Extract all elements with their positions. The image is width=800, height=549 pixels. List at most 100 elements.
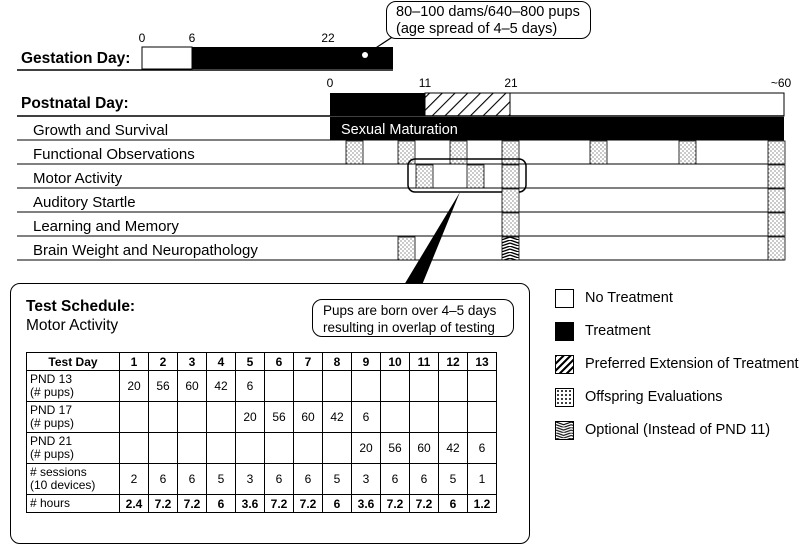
legend-label: No Treatment [585, 290, 673, 306]
table-cell [380, 370, 410, 402]
header-cell: 2 [148, 352, 178, 371]
table-cell: 3.6 [235, 494, 265, 513]
gestation-label: Gestation Day: [21, 50, 130, 67]
table-cell: 20 [119, 370, 149, 402]
postnatal-no-treatment-bar [509, 92, 785, 117]
zoom-connector [404, 192, 460, 285]
table-cell [177, 432, 207, 464]
table-cell: 60 [409, 432, 439, 464]
table-cell [119, 401, 149, 433]
header-cell: 5 [235, 352, 265, 371]
table-cell: 3 [351, 463, 381, 495]
no-treatment-swatch [555, 289, 574, 308]
table-cell [148, 401, 178, 433]
legend-label: Preferred Extension of Treatment [585, 356, 799, 372]
sexual-maturation-bar [330, 117, 784, 140]
row-label-line: # hours [30, 496, 71, 510]
table-cell [438, 370, 468, 402]
table-cell: 6 [264, 463, 294, 495]
table-cell [235, 432, 265, 464]
learning-memory-evaluations [501, 212, 786, 237]
header-cell: 3 [177, 352, 207, 371]
row-label-learning-memory: Learning and Memory [33, 218, 179, 235]
header-cell: 4 [206, 352, 236, 371]
table-cell [351, 370, 381, 402]
table-cell [293, 432, 323, 464]
table-cell [467, 370, 497, 402]
row-label: PND 13(# pups) [26, 370, 120, 402]
postnatal-label: Postnatal Day: [21, 95, 129, 112]
treatment-swatch [555, 322, 574, 341]
table-cell: 7.2 [380, 494, 410, 513]
row-label-growth-survival: Growth and Survival [33, 122, 168, 139]
evaluations-swatch [555, 388, 574, 407]
header-cell: 1 [119, 352, 149, 371]
header-cell: 10 [380, 352, 410, 371]
sexual-maturation-label: Sexual Maturation [341, 122, 458, 138]
table-cell: 6 [380, 463, 410, 495]
table-cell: 6 [206, 494, 236, 513]
table-cell [119, 432, 149, 464]
auditory-startle-evaluations [501, 188, 786, 213]
table-cell [206, 432, 236, 464]
gestation-tick-0: 0 [139, 31, 146, 45]
table-cell: 3 [235, 463, 265, 495]
row-label-line: (# pups) [30, 385, 75, 399]
table-cell: 6 [177, 463, 207, 495]
legend-label: Optional (Instead of PND 11) [585, 422, 771, 438]
header-cell: 12 [438, 352, 468, 371]
table-cell [322, 370, 352, 402]
table-cell: 5 [438, 463, 468, 495]
row-label: # sessions(10 devices) [26, 463, 120, 495]
table-cell: 7.2 [264, 494, 294, 513]
legend-label: Offspring Evaluations [585, 389, 723, 405]
gestation-treatment-bar [192, 47, 393, 69]
table-cell [380, 401, 410, 433]
table-cell [264, 432, 294, 464]
table-cell [293, 370, 323, 402]
table-cell: 7.2 [177, 494, 207, 513]
callout-line-2: (age spread of 4–5 days) [396, 21, 558, 37]
table-cell: 60 [177, 370, 207, 402]
table-cell [322, 432, 352, 464]
table-cell [467, 401, 497, 433]
test-schedule-panel: Test Schedule: Motor Activity Pups are b… [10, 283, 530, 544]
table-cell: 6 [351, 401, 381, 433]
header-cell: 8 [322, 352, 352, 371]
legend-label: Treatment [585, 323, 651, 339]
row-label: PND 21(# pups) [26, 432, 120, 464]
extension-swatch [555, 355, 574, 374]
table-cell: 7.2 [148, 494, 178, 513]
table-cell [177, 401, 207, 433]
table-cell: 1 [467, 463, 497, 495]
header-cell: 11 [409, 352, 439, 371]
header-cell: 7 [293, 352, 323, 371]
table-header-row: Test Day 1 2 3 4 5 6 7 8 9 10 11 12 13 [26, 352, 497, 371]
postnatal-tick-60: ~60 [771, 76, 792, 90]
table-cell [148, 432, 178, 464]
row-label-line: PND 17 [30, 403, 73, 417]
row-label-brain-weight: Brain Weight and Neuropathology [33, 242, 258, 259]
table-cell: 2 [119, 463, 149, 495]
gestation-no-treatment-bar [141, 46, 193, 70]
overlap-note: Pups are born over 4–5 days resulting in… [312, 299, 514, 337]
postnatal-treatment-bar [330, 93, 425, 116]
header-cell: Test Day [26, 352, 120, 371]
row-label-line: PND 21 [30, 434, 73, 448]
gestation-tick-22: 22 [321, 31, 335, 45]
table-cell: 60 [293, 401, 323, 433]
postnatal-tick-11: 11 [419, 76, 432, 90]
table-cell: 42 [438, 432, 468, 464]
table-cell: 6 [235, 370, 265, 402]
table-cell: 6 [293, 463, 323, 495]
table-cell: 3.6 [351, 494, 381, 513]
overlap-note-line-2: resulting in overlap of testing [323, 320, 495, 335]
postnatal-tick-0: 0 [327, 76, 334, 90]
row-label-line: # sessions [30, 465, 87, 479]
test-schedule-subtitle: Motor Activity [26, 317, 119, 334]
